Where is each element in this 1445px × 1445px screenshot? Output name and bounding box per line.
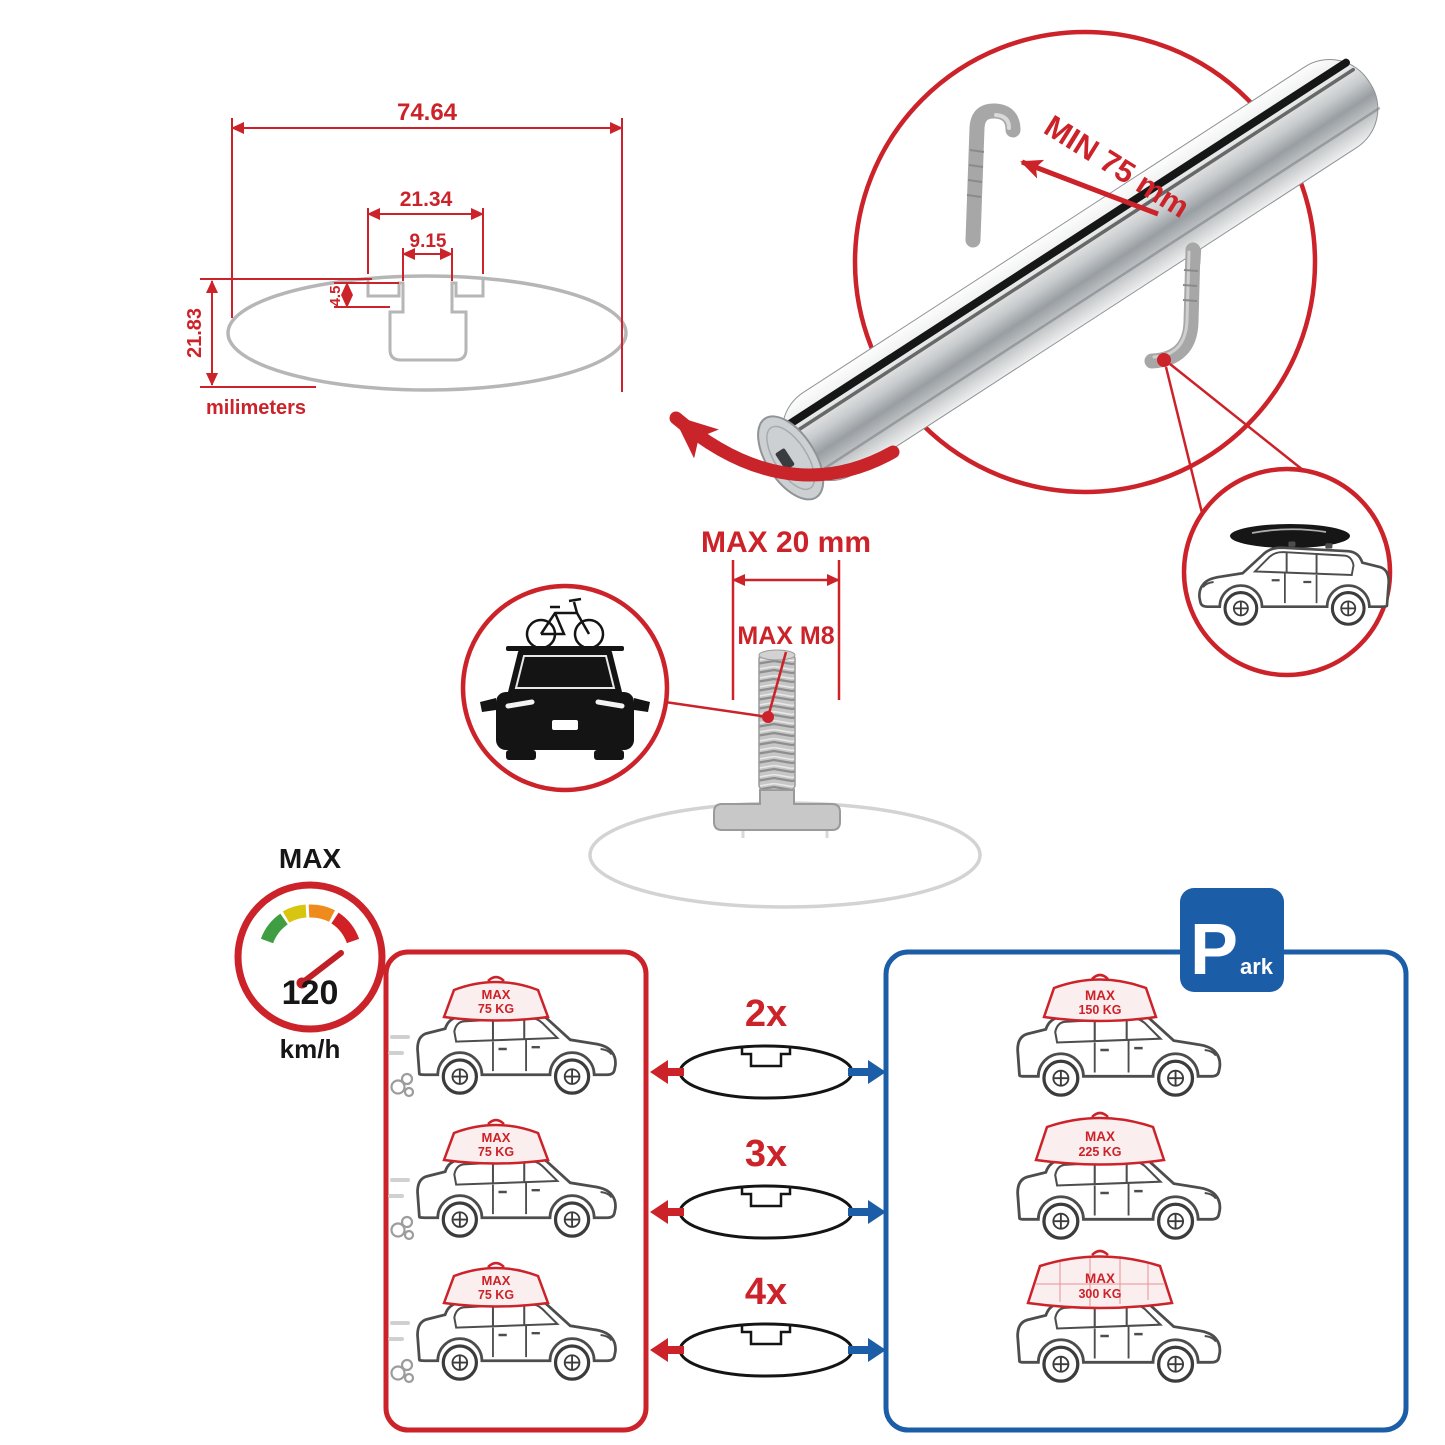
gauge-red-segment [331,912,360,944]
roof-cargo-bag [442,980,550,1022]
t-slot-nut [713,789,841,831]
clamp-hook-front [1144,242,1201,369]
multiplier-row-1: 2x [650,993,886,1100]
dim-width-label: 74.64 [397,99,458,126]
gauge-green-segment [260,913,289,944]
speedometer: MAX 120 km/h [234,843,386,1064]
cargo-weight-label: 300 KG [1078,1287,1121,1301]
parked-car-row-1: MAX 150 KG [1015,973,1222,1097]
dim-channel-label: 21.34 [400,188,453,211]
headlights [505,699,625,709]
gauge-yellow-segment [282,904,307,923]
bar-detail-callout: MIN 75 mm [757,29,1381,501]
dim-slot-label: 9.15 [410,231,447,252]
speed-max-label: MAX [279,843,342,874]
cargo-handle [1091,973,1109,980]
multiplier-row-3: 4x [650,1271,886,1378]
park-sign-rest: ark [1240,954,1274,979]
bolt-diagram: MAX 20 mm MAX M8 [588,526,982,909]
park-sign: P ark [1180,888,1284,992]
bolt-max-thread-label: MAX M8 [737,622,834,650]
cargo-handle [487,1261,505,1268]
roof-cargo-bag [442,1123,550,1165]
cargo-max-label: MAX [1085,1271,1115,1286]
dim-height-label: 21.83 [184,308,206,358]
cargo-handle [1091,1111,1109,1118]
cargo-weight-label: 150 KG [1078,1003,1121,1017]
driving-car-row-2: MAX 75 KG [388,1118,618,1241]
gauge-needle [299,950,344,986]
cargo-max-label: MAX [1085,988,1115,1003]
suv-roofbox-circle [1164,363,1393,678]
roof-cargo-bag [1042,978,1158,1023]
cargo-weight-label: 225 KG [1078,1145,1121,1159]
crossbar-profile-icon [678,1322,854,1378]
right-arrow-icon [848,1060,886,1084]
park-sign-plate [1180,888,1284,992]
speed-value: 120 [282,974,339,1012]
right-mirror [634,698,650,712]
cargo-max-label: MAX [1085,1129,1115,1144]
dim-height-reference-lines [200,278,372,388]
clamp-hook-rear [965,103,1021,248]
cargo-max-label: MAX [482,987,511,1002]
bolt-anchor-dot [762,711,774,723]
cross-section-diagram: 74.64 21.34 9.15 4.5 21.83 milimeters [184,99,628,419]
bolt-leader-lines [664,651,788,719]
cargo-weight-label: 75 KG [478,1145,514,1159]
parked-car-row-3: MAX 300 KG [1015,1249,1222,1383]
bar-to-profile-arrow [669,411,900,482]
cargo-weight-label: 75 KG [478,1288,514,1302]
left-arrow-icon [650,1338,684,1362]
license-plate [552,720,578,730]
cargo-handle [1091,1249,1109,1256]
cargo-handle [487,975,505,982]
callout-anchor-dot [1157,353,1171,367]
multiplier-label: 3x [745,1133,787,1175]
cargo-max-label: MAX [482,1130,511,1145]
bike-car-circle [460,583,670,793]
cargo-weight-label: 75 KG [478,1002,514,1016]
right-arrow-icon [848,1200,886,1224]
aluminum-crossbar [757,58,1381,501]
cargo-handle [487,1118,505,1125]
roof-cargo-bag [442,1266,550,1308]
dim-width-extension-lines [231,118,623,392]
capacity-red-box: MAX 75 KG MAX 75 KG MAX 75 KG [383,949,649,1433]
car-front-silhouette [480,646,650,760]
bolt-max-width-label: MAX 20 mm [701,526,871,559]
left-mirror [480,698,496,712]
left-arrow-icon [650,1200,684,1224]
speed-units: km/h [280,1034,341,1064]
multiplier-label: 4x [745,1271,787,1313]
gauge-orange-segment [308,904,335,922]
roof-cargo-basket [1026,1255,1174,1310]
right-arrow-icon [848,1338,886,1362]
parked-car-row-2: MAX 225 KG [1015,1111,1222,1240]
multiplier-column: 2x 3x 4x [650,993,886,1378]
crossbar-profile-icon [678,1044,854,1100]
multiplier-label: 2x [745,993,787,1035]
crossbar-profile-icon [678,1184,854,1240]
roof-cargo-bag [1034,1116,1166,1166]
capacity-blue-box: MAX 150 KG MAX 225 KG MAX 300 KG [883,949,1409,1433]
crossbar-profile-ellipse [226,274,628,392]
cargo-max-label: MAX [482,1273,511,1288]
park-sign-letter: P [1190,910,1238,990]
driving-car-row-3: MAX 75 KG [388,1261,618,1384]
dim-lip-label: 4.5 [327,286,344,307]
t-slot-channel-profile [366,277,485,362]
driving-car-row-1: MAX 75 KG [388,975,618,1098]
threaded-bolt [758,653,796,791]
roof-cargo-box [1230,524,1350,548]
min-clamp-span-arrow [1020,159,1159,217]
units-label: milimeters [206,397,306,419]
left-arrow-icon [650,1060,684,1084]
multiplier-row-2: 3x [650,1133,886,1240]
